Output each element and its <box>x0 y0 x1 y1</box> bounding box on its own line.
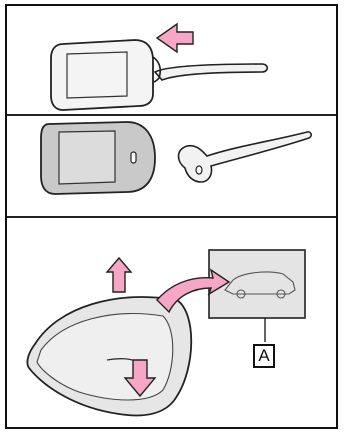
panel-remove-strap <box>7 6 336 114</box>
panel-separated-parts <box>7 116 336 216</box>
strap-hole <box>196 166 202 174</box>
arrow-up-icon <box>107 258 131 292</box>
panel-open-cover <box>7 218 336 424</box>
key-fob-slot <box>131 152 136 163</box>
cover-open-illustration <box>7 218 336 424</box>
callout-label-a: A <box>253 344 275 368</box>
key-fob-face <box>59 131 115 184</box>
separated-parts-illustration <box>7 116 336 216</box>
tag-body <box>51 40 153 110</box>
strap-band <box>155 64 267 80</box>
strap-removal-illustration <box>7 6 336 114</box>
arrow-left-icon <box>157 24 193 52</box>
